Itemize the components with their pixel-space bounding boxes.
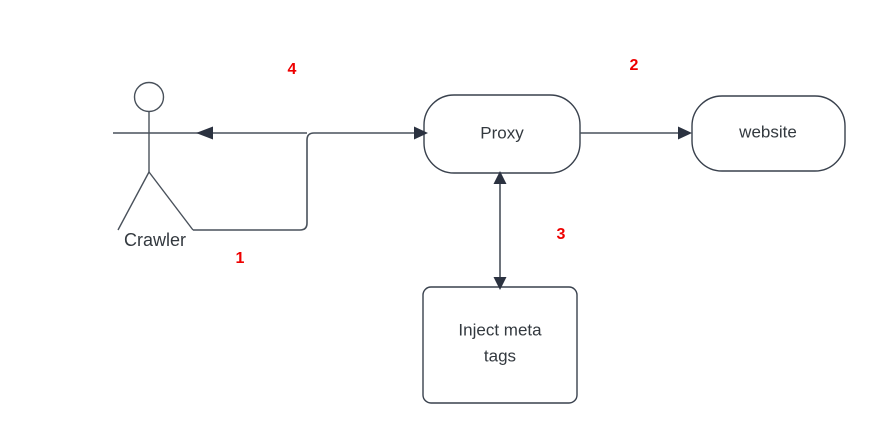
proxy-node[interactable]: Proxy <box>423 94 581 174</box>
step-label-3: 3 <box>557 226 566 243</box>
website-label: website <box>738 122 797 141</box>
edge-proxy-to-crawler[interactable] <box>196 126 213 140</box>
step-label-1: 1 <box>236 250 245 267</box>
edge-1-path <box>193 132 414 231</box>
inject-meta-tags-label-line1: Inject meta <box>458 320 542 339</box>
edge-3-arrowhead-up-icon <box>493 171 507 184</box>
crawler-right-leg-line <box>148 171 194 231</box>
edge-2-arrowhead-icon <box>678 126 692 140</box>
step-label-4: 4 <box>288 61 297 78</box>
proxy-label: Proxy <box>480 123 524 142</box>
edge-proxy-to-inject-meta-tags[interactable] <box>493 171 507 290</box>
crawler-label: Crawler <box>124 230 186 250</box>
crawler-left-leg-line <box>117 171 150 231</box>
inject-meta-tags-label-line2: tags <box>484 346 516 365</box>
inject-meta-tags-box <box>422 286 578 404</box>
website-box <box>691 95 846 172</box>
edge-1-arrowhead-icon <box>414 126 428 140</box>
edge-proxy-to-website[interactable] <box>580 126 692 140</box>
crawler-actor[interactable]: Crawler <box>113 81 307 250</box>
crawler-head-icon <box>133 81 165 113</box>
edge-crawler-to-proxy[interactable] <box>193 126 428 231</box>
edge-4-arrowhead-icon <box>196 126 213 140</box>
website-node[interactable]: website <box>691 95 846 172</box>
inject-meta-tags-node[interactable]: Inject meta tags <box>422 286 578 404</box>
step-label-2: 2 <box>630 57 639 74</box>
edge-3-arrowhead-down-icon <box>493 277 507 290</box>
